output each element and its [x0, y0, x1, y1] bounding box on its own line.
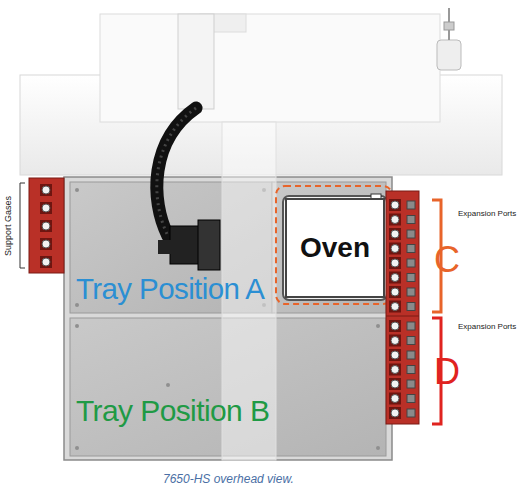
- figure-caption: 7650-HS overhead view.: [163, 472, 294, 486]
- node-text: Tray Position A: [76, 272, 264, 306]
- tray-panel: Tray Position B: [70, 318, 386, 456]
- port-bank-letter: C: [434, 240, 460, 280]
- oven-window: Oven: [285, 198, 385, 298]
- tray-panel: Tray Position A: [70, 182, 272, 313]
- node-text: Oven: [300, 232, 370, 264]
- port-group-label: Expansion Ports: [458, 323, 516, 332]
- port-bank-letter: D: [434, 352, 460, 392]
- port-group-label: Expansion Ports: [458, 210, 516, 219]
- node-text: Tray Position B: [76, 394, 269, 428]
- port-group-label: Support Gases: [4, 196, 14, 256]
